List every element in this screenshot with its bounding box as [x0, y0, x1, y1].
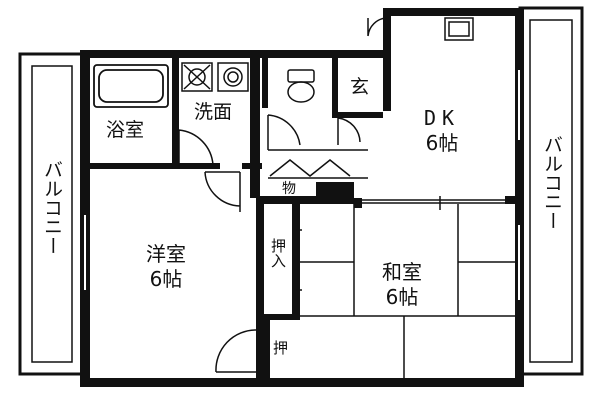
balcony-left-label: バルコニー: [41, 160, 63, 255]
closet-upper-label: 押入: [269, 238, 287, 268]
washer-area: [181, 62, 213, 92]
bath-label: 浴室: [106, 119, 145, 141]
dk-room: DK 6帖: [412, 106, 472, 156]
western-room-name: 洋室: [146, 242, 186, 266]
western-room-size: 6帖: [149, 267, 183, 291]
washbasin: [217, 62, 249, 92]
dk-room-name: DK: [423, 106, 461, 130]
entrance-label: 玄: [350, 76, 370, 98]
tatami-lines: [300, 204, 515, 378]
windows: [84, 70, 520, 300]
dk-room-size: 6帖: [425, 131, 459, 155]
storage-label: 物: [282, 181, 296, 197]
interior-walls: [90, 16, 517, 378]
japanese-room-size: 6帖: [385, 285, 419, 309]
japanese-room: 和室 6帖: [372, 260, 432, 310]
kitchen-counter: [444, 17, 474, 41]
closet-lower-label: 押: [271, 340, 289, 355]
bathtub: [93, 64, 169, 108]
japanese-room-name: 和室: [382, 260, 422, 284]
entrance-steps: [269, 159, 351, 177]
western-room: 洋室 6帖: [136, 242, 196, 292]
window-frames: [82, 70, 522, 300]
sliding-doors: [268, 149, 505, 310]
balcony-right-label: バルコニー: [541, 135, 563, 230]
door-swings: [178, 17, 387, 373]
washroom-label: 洗面: [194, 101, 233, 123]
toilet: [287, 69, 315, 103]
